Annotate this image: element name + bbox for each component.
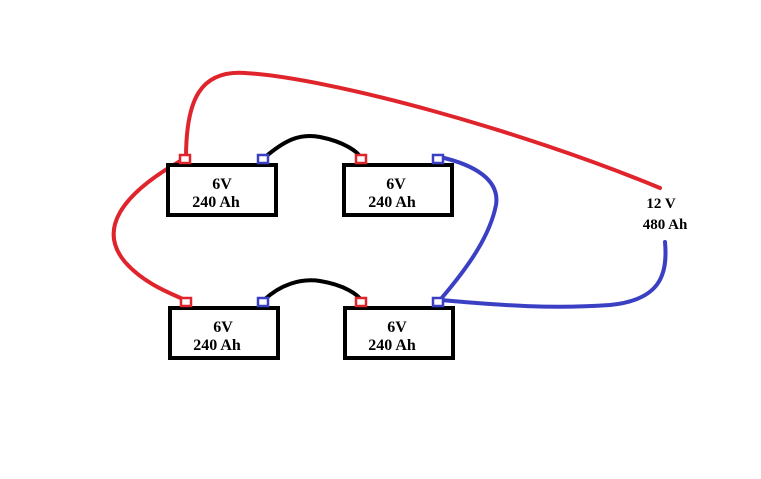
positive-terminal — [354, 296, 368, 308]
output-summary: 12 V 480 Ah — [643, 196, 688, 233]
positive-wire-to-output — [184, 70, 662, 190]
battery-top-right: 6V 240 Ah — [342, 153, 454, 217]
battery-capacity: 240 Ah — [193, 337, 241, 354]
battery-voltage: 6V — [386, 176, 406, 193]
negative-terminal — [431, 296, 445, 308]
battery-capacity: 240 Ah — [368, 337, 416, 354]
battery-bottom-right: 6V 240 Ah — [343, 296, 455, 360]
positive-terminal — [178, 153, 192, 165]
battery-top-left: 6V 240 Ah — [166, 153, 278, 217]
battery-capacity: 240 Ah — [368, 194, 416, 211]
output-capacity: 480 Ah — [643, 217, 688, 233]
positive-wire-parallel — [111, 158, 187, 302]
series-link-wire-top — [262, 133, 363, 160]
battery-voltage: 6V — [387, 319, 407, 336]
battery-body — [168, 306, 280, 360]
negative-wire-parallel — [438, 155, 499, 302]
series-link-wire-bottom — [262, 278, 363, 302]
negative-terminal — [431, 153, 445, 165]
positive-terminal — [179, 296, 193, 308]
negative-terminal — [256, 296, 270, 308]
negative-wire-to-output — [438, 240, 668, 309]
battery-voltage: 6V — [213, 319, 233, 336]
battery-capacity: 240 Ah — [192, 194, 240, 211]
battery-voltage: 6V — [212, 176, 232, 193]
battery-body — [166, 163, 278, 217]
battery-bottom-left: 6V 240 Ah — [168, 296, 280, 360]
battery-body — [342, 163, 454, 217]
positive-terminal — [354, 153, 368, 165]
negative-terminal — [256, 153, 270, 165]
output-voltage: 12 V — [646, 196, 675, 212]
battery-body — [343, 306, 455, 360]
